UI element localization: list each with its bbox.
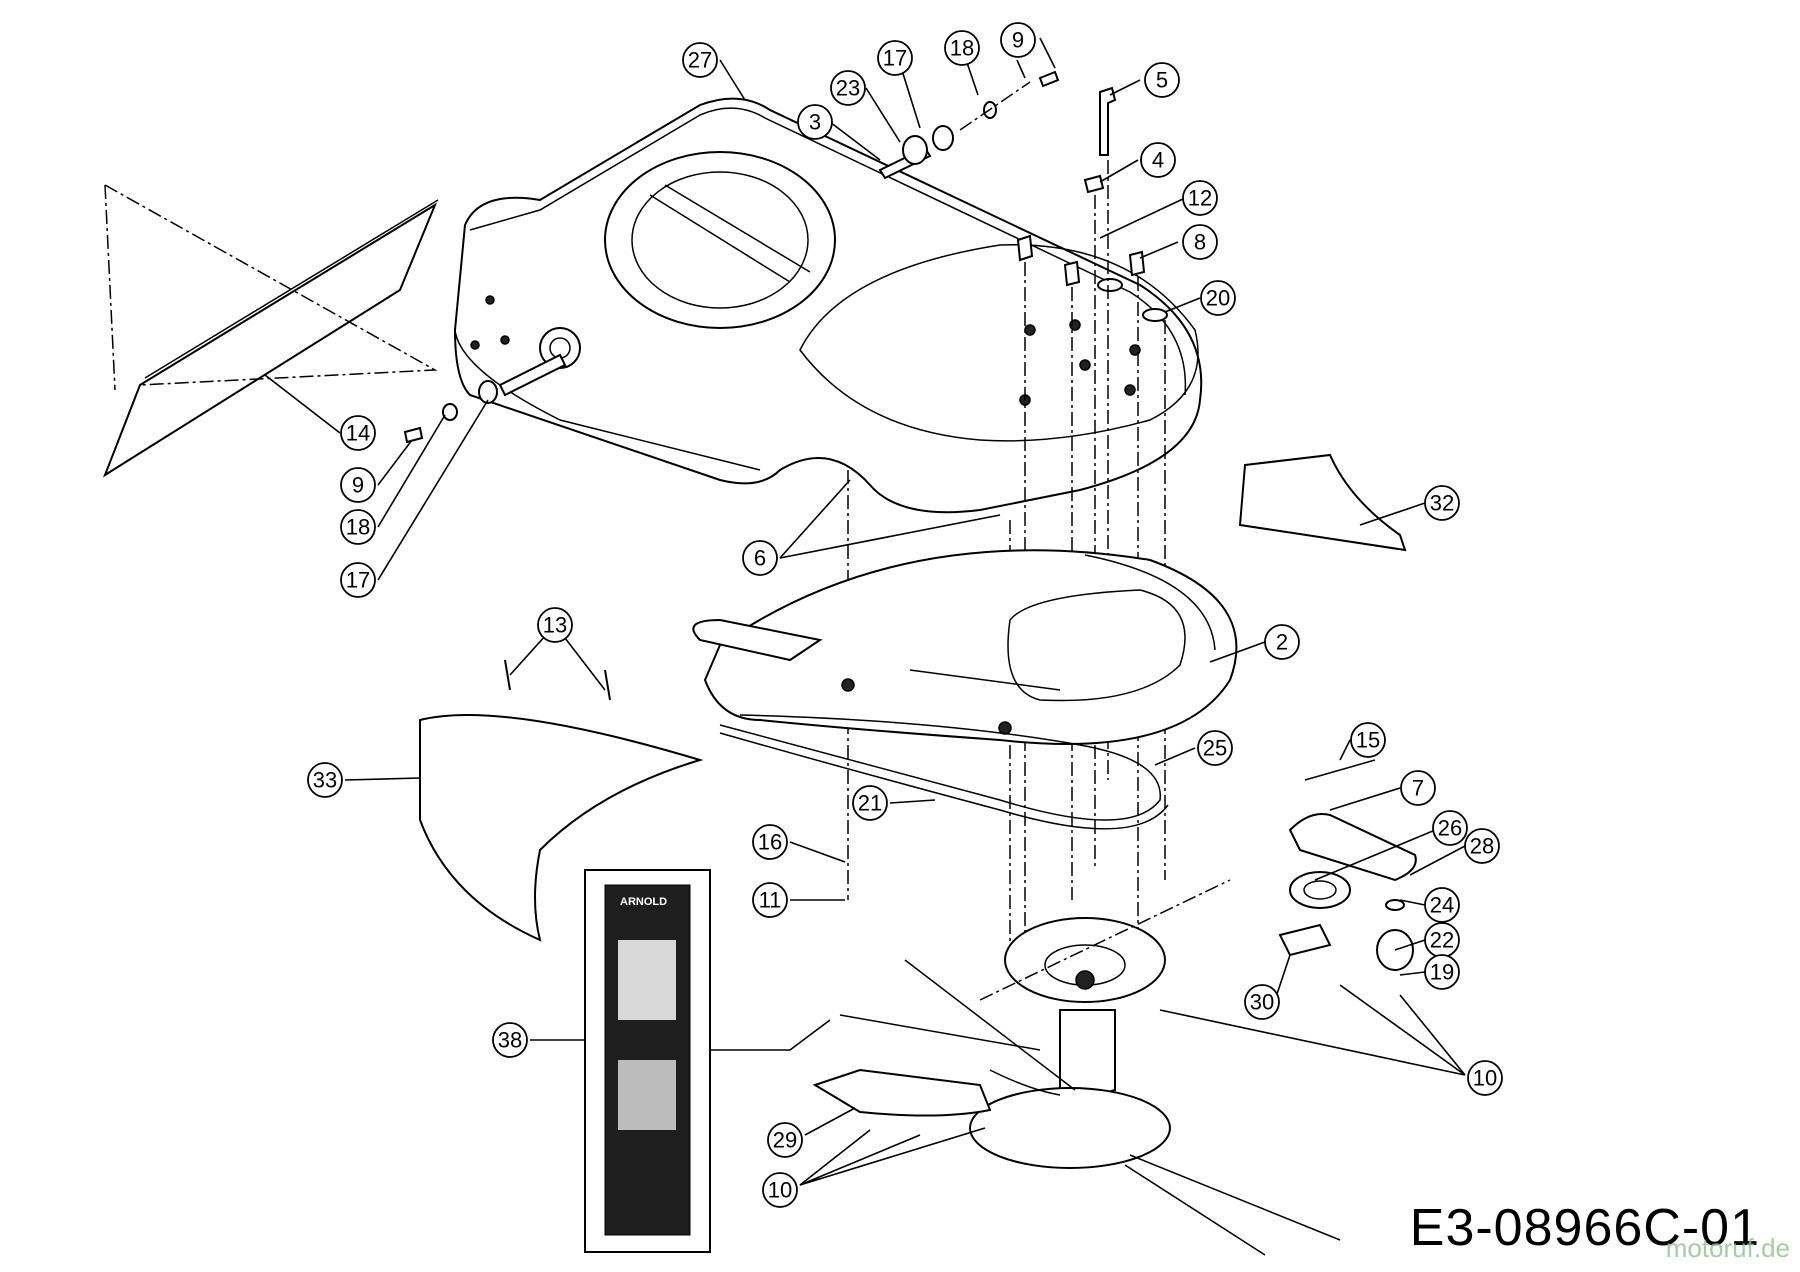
svg-text:21: 21 xyxy=(858,791,882,816)
svg-text:12: 12 xyxy=(1188,186,1212,211)
svg-text:9: 9 xyxy=(352,473,364,498)
belt-guard-part xyxy=(692,549,1238,745)
callout-6: 6 xyxy=(742,540,778,576)
svg-text:10: 10 xyxy=(1473,1066,1497,1091)
callout-2: 2 xyxy=(1264,624,1300,660)
idler-bracket xyxy=(1278,759,1417,971)
callout-25: 25 xyxy=(1197,730,1233,766)
manual-booklet xyxy=(584,869,711,1253)
callout-10-right: 10 xyxy=(1467,1060,1503,1096)
callout-16: 16 xyxy=(752,824,788,860)
callout-19: 19 xyxy=(1424,954,1460,990)
svg-text:19: 19 xyxy=(1430,960,1454,985)
svg-text:17: 17 xyxy=(883,46,907,71)
callout-30: 30 xyxy=(1244,984,1280,1020)
callout-27: 27 xyxy=(682,42,718,78)
svg-text:11: 11 xyxy=(759,888,782,913)
cutting-blade xyxy=(812,879,1341,1256)
callout-9-left: 9 xyxy=(340,467,376,503)
callout-7: 7 xyxy=(1400,770,1436,806)
svg-text:26: 26 xyxy=(1438,816,1462,841)
svg-text:15: 15 xyxy=(1356,728,1380,753)
svg-text:24: 24 xyxy=(1430,893,1454,918)
svg-text:6: 6 xyxy=(754,546,766,571)
svg-text:2: 2 xyxy=(1276,630,1288,655)
callout-13: 13 xyxy=(537,607,573,643)
pulley-assembly xyxy=(969,917,1171,1169)
callout-21: 21 xyxy=(852,785,888,821)
svg-text:8: 8 xyxy=(1194,230,1206,255)
guard-cover-part xyxy=(419,659,704,942)
svg-text:25: 25 xyxy=(1203,736,1227,761)
callout-18-left: 18 xyxy=(340,509,376,545)
callout-23: 23 xyxy=(830,70,866,106)
svg-text:16: 16 xyxy=(758,830,782,855)
callout-14: 14 xyxy=(340,415,376,451)
deflector-part xyxy=(102,184,439,478)
callout-17-left: 17 xyxy=(340,562,376,598)
svg-text:30: 30 xyxy=(1250,990,1274,1015)
svg-text:10: 10 xyxy=(768,1178,792,1203)
callout-18-top: 18 xyxy=(944,30,980,66)
svg-text:13: 13 xyxy=(543,613,567,638)
callout-38: 38 xyxy=(492,1022,528,1058)
svg-text:32: 32 xyxy=(1430,491,1454,516)
svg-text:38: 38 xyxy=(498,1028,522,1053)
callout-17-top: 17 xyxy=(877,40,913,76)
callout-8: 8 xyxy=(1182,224,1218,260)
callout-32: 32 xyxy=(1424,485,1460,521)
callout-24: 24 xyxy=(1424,887,1460,923)
watermark-label: motoruf.de xyxy=(1665,1233,1790,1263)
svg-text:5: 5 xyxy=(1156,68,1168,93)
callout-9-top: 9 xyxy=(1000,22,1036,58)
callout-29: 29 xyxy=(767,1122,803,1158)
callout-22: 22 xyxy=(1424,922,1460,958)
svg-text:18: 18 xyxy=(346,515,370,540)
callout-26: 26 xyxy=(1432,810,1468,846)
svg-text:29: 29 xyxy=(773,1128,797,1153)
svg-text:4: 4 xyxy=(1152,148,1164,173)
svg-text:20: 20 xyxy=(1206,286,1230,311)
belt-cover-part xyxy=(453,97,1203,514)
callout-20: 20 xyxy=(1200,280,1236,316)
leader-lines xyxy=(264,37,1466,1186)
booklet-brand-label: ARNOLD xyxy=(620,896,668,908)
svg-text:18: 18 xyxy=(950,36,974,61)
svg-text:7: 7 xyxy=(1412,776,1424,801)
svg-text:28: 28 xyxy=(1470,834,1494,859)
drawing-code-label: E3-08966C-01 xyxy=(1409,1199,1760,1257)
svg-text:17: 17 xyxy=(346,568,370,593)
svg-text:22: 22 xyxy=(1430,928,1454,953)
callout-4: 4 xyxy=(1140,142,1176,178)
callout-11: 11 xyxy=(752,882,788,918)
callout-15: 15 xyxy=(1350,722,1386,758)
side-cover-part xyxy=(1238,453,1407,552)
callout-12: 12 xyxy=(1182,180,1218,216)
svg-text:27: 27 xyxy=(688,48,712,73)
svg-text:9: 9 xyxy=(1012,28,1024,53)
shaft-hardware xyxy=(403,70,1060,444)
callout-3: 3 xyxy=(797,104,833,140)
svg-text:23: 23 xyxy=(836,76,860,101)
svg-text:33: 33 xyxy=(313,768,337,793)
svg-text:14: 14 xyxy=(346,421,370,446)
callout-10-bottom: 10 xyxy=(762,1172,798,1208)
callout-33: 33 xyxy=(307,762,343,798)
callout-5: 5 xyxy=(1144,62,1180,98)
drive-belt-part xyxy=(719,714,1169,830)
svg-text:3: 3 xyxy=(809,110,821,135)
callout-28: 28 xyxy=(1464,828,1500,864)
